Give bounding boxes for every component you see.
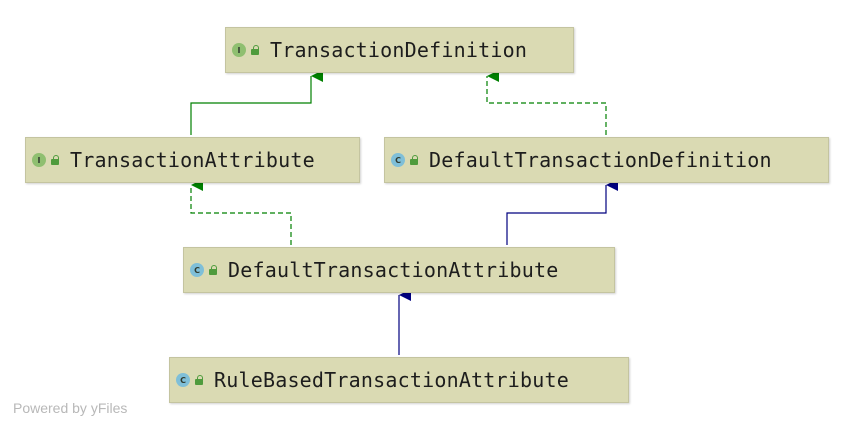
interface-icon: I (232, 43, 246, 57)
edge-defaulttransactionattribute-to-defaulttransactiondefinition (506, 179, 618, 245)
unlocked-icon (208, 265, 218, 275)
node-label: DefaultTransactionAttribute (228, 258, 559, 282)
edge-transactionattribute-to-transactiondefinition (190, 70, 323, 135)
unlocked-icon (409, 155, 419, 165)
node-transaction-attribute[interactable]: I TransactionAttribute (25, 137, 360, 183)
node-label: TransactionAttribute (70, 148, 315, 172)
interface-icon: I (32, 153, 46, 167)
node-default-transaction-attribute[interactable]: C DefaultTransactionAttribute (183, 247, 615, 293)
unlocked-icon (250, 45, 260, 55)
edge-defaulttransactiondefinition-to-transactiondefinition (486, 70, 607, 135)
edge-defaulttransactionattribute-to-transactionattribute (190, 179, 292, 245)
node-transaction-definition[interactable]: I TransactionDefinition (225, 27, 574, 73)
node-rule-based-transaction-attribute[interactable]: C RuleBasedTransactionAttribute (169, 357, 629, 403)
unlocked-icon (50, 155, 60, 165)
node-label: TransactionDefinition (270, 38, 528, 62)
node-default-transaction-definition[interactable]: C DefaultTransactionDefinition (384, 137, 829, 183)
node-label: DefaultTransactionDefinition (429, 148, 772, 172)
class-icon: C (190, 263, 204, 277)
class-icon: C (176, 373, 190, 387)
unlocked-icon (194, 375, 204, 385)
node-label: RuleBasedTransactionAttribute (214, 368, 569, 392)
powered-by-text: Powered by yFiles (13, 400, 128, 416)
class-icon: C (391, 153, 405, 167)
